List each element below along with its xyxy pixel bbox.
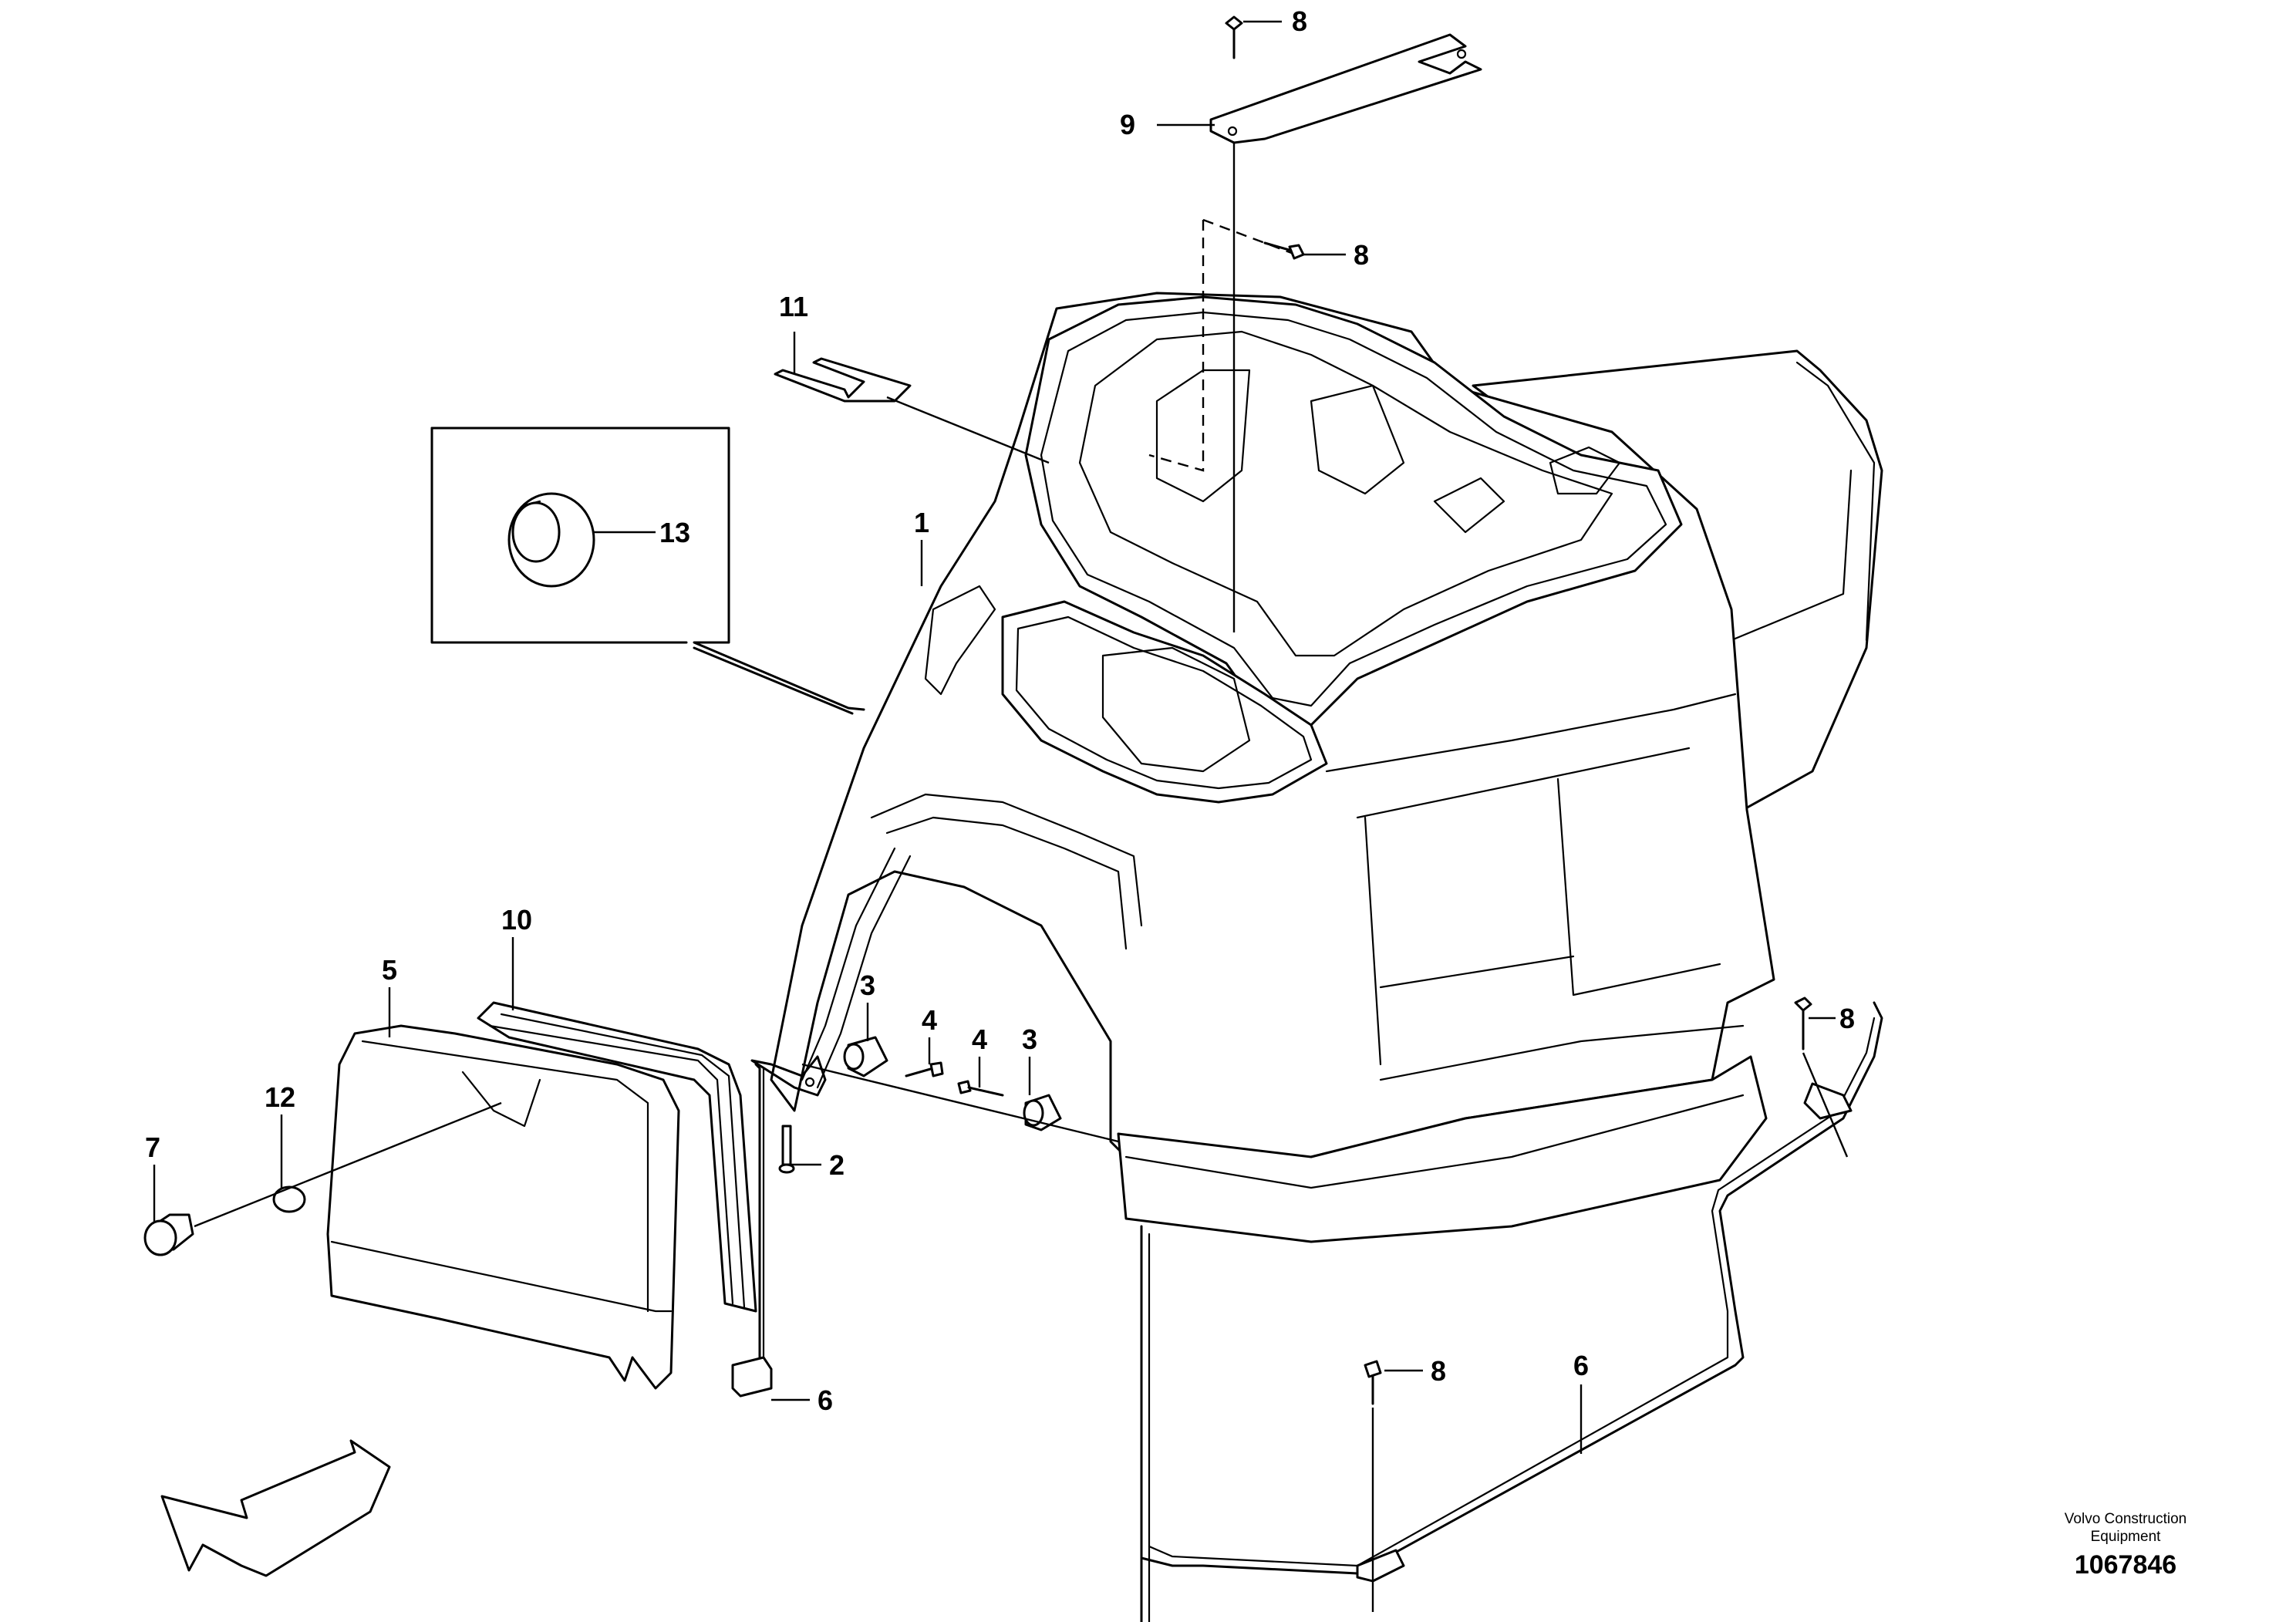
washer-small [272,1185,306,1213]
callout-13: 13 [659,517,690,548]
callout-11: 11 [779,291,808,322]
callout-8-bottom: 8 [1431,1355,1446,1387]
callout-6-right: 6 [1573,1350,1589,1381]
callout-3-left: 3 [860,969,875,1001]
callout-5: 5 [382,954,397,986]
washer [507,492,595,588]
knob [143,1213,194,1256]
callout-10: 10 [501,904,532,936]
callout-2: 2 [829,1149,845,1181]
callout-8-top: 8 [1292,5,1307,37]
bolt-a [905,1061,944,1077]
bolt-mid [1263,241,1305,260]
callout-4-right: 4 [972,1023,987,1055]
rail-rod-right [1140,1001,1883,1583]
clip-bracket [774,357,912,403]
strap-plate [1209,33,1482,144]
callout-4-left: 4 [922,1004,937,1036]
seal-strip [477,1001,757,1313]
callout-labels: 8 9 8 11 1 13 10 5 3 4 4 3 2 12 7 6 8 8 … [145,5,1855,1416]
callout-6-left: 6 [818,1384,833,1416]
bolt-b [957,1080,1004,1097]
callout-8-mid: 8 [1354,239,1369,271]
bolt-right [1794,996,1812,1050]
callout-9: 9 [1120,109,1135,140]
console-housing [770,292,1883,1622]
detail-inset [430,427,865,715]
pin [778,1125,795,1174]
direction-arrow [160,1439,391,1577]
credit-block: Volvo Construction Equipment 1067846 [2065,1511,2186,1580]
bolt-top [1225,15,1243,59]
cover-panel [326,1024,680,1390]
callout-7: 7 [145,1131,160,1163]
leader-lines [153,20,1836,1454]
callout-1: 1 [914,507,929,538]
credit-line-2: Equipment [2091,1529,2162,1545]
credit-line-1: Volvo Construction [2065,1511,2186,1527]
rubber-mount-b [1023,1094,1062,1131]
callout-12: 12 [265,1081,295,1113]
rail-rod-left [731,1063,773,1398]
callout-3-right: 3 [1022,1023,1037,1055]
document-number: 1067846 [2075,1550,2176,1580]
bolt-bottom [1364,1360,1382,1405]
rubber-mount-a [843,1036,888,1077]
callout-8-right: 8 [1839,1003,1855,1034]
